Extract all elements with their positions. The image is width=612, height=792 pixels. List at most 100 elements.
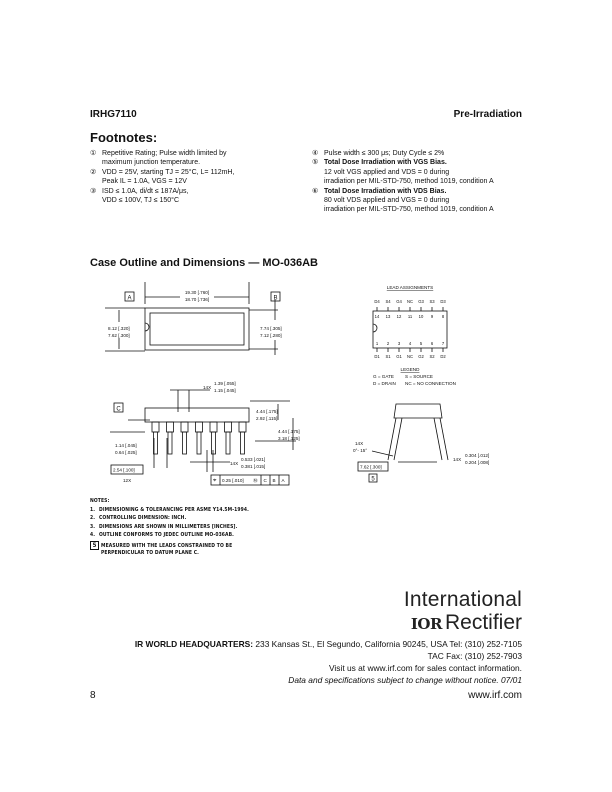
pin-bottom-label: D1 (374, 354, 380, 359)
tolerance-frame (210, 474, 290, 486)
disclaimer: Data and specifications subject to chang… (288, 675, 522, 685)
side-lead (196, 431, 202, 455)
dim-angle: 0°- 15° (353, 448, 367, 453)
dim-lead-l-min: 3.18 [.125] (278, 436, 300, 441)
datum-b: B (273, 296, 277, 302)
ior-logo-mark: IOR (410, 615, 443, 633)
drawing-notes: NOTES: 1.DIMENSIONING & TOLERANCING PER … (90, 497, 249, 556)
side-lead (225, 431, 231, 455)
pin-bottom-number: 4 (409, 341, 412, 346)
footnotes-title: Footnotes: (90, 130, 158, 145)
frame-datum-c: C (264, 478, 268, 483)
end-view-body (393, 403, 443, 419)
pin-bottom-label: S2 (429, 354, 435, 359)
footnote-3-line2: VDD ≤ 100V, TJ ≤ 150°C (102, 197, 180, 205)
pin-bottom-label: G2 (418, 354, 424, 359)
dim-width-left-min: 7.62 [.300] (108, 333, 130, 338)
side-lead-shoulder (151, 421, 160, 433)
pin-top-number: 13 (386, 314, 391, 319)
pin-top-label: NC (407, 299, 413, 304)
visit-line: Visit us at www.irf.com for sales contac… (328, 663, 522, 673)
pin-top-label: D4 (374, 299, 380, 304)
footnote-2-line2: Peak IL = 1.0A, VGS = 12V (102, 178, 187, 186)
dim-width-left-max: 8.12 [.320] (108, 326, 130, 331)
dim-width-right-max: 7.74 [.305] (260, 326, 282, 331)
case-outline-title: Case Outline and Dimensions — MO-036AB (90, 257, 318, 269)
dim-lead-w-min: 1.15 [.045] (214, 388, 236, 393)
footnote-6-line2: irradiation per MIL-STD-750, method 1019… (324, 206, 494, 214)
side-lead (240, 431, 245, 455)
dim-standoff-max: 1.14 [.045] (115, 443, 137, 448)
pin-bottom-number: 3 (398, 341, 401, 346)
side-lead-shoulder (238, 421, 247, 433)
dim-length-max: 19.30 [.760] (185, 290, 209, 295)
note-5-line2: PERPENDICULAR TO DATUM PLANE C. (101, 549, 199, 556)
legend-source: S = SOURCE (405, 374, 433, 379)
pin-top-number: 10 (419, 314, 424, 319)
dim-thick-max: 0.304 [.012] (465, 453, 489, 458)
page-number: 8 (90, 690, 96, 701)
side-lead (182, 431, 187, 455)
dim-lead-l-max: 4.44 [.175] (278, 429, 300, 434)
side-lead-shoulder (209, 421, 218, 433)
dim-standoff-min: 0.64 [.025] (115, 450, 137, 455)
pin-bottom-label: G1 (396, 354, 402, 359)
lead-assignments-title: LEAD ASSIGNMENTS (387, 285, 433, 290)
hq-line: IR WORLD HEADQUARTERS: 233 Kansas St., E… (134, 639, 522, 649)
pin-bottom-number: 5 (420, 341, 423, 346)
pin-bottom-number: 7 (442, 341, 445, 346)
footnote-5-line1: 12 volt VGS applied and VDS = 0 during (324, 168, 450, 176)
part-number: IRHG7110 (90, 109, 137, 120)
pin-top-label: G3 (418, 299, 424, 304)
pin-top-label: D3 (440, 299, 446, 304)
pin-top-label: S3 (429, 299, 435, 304)
website: www.irf.com (468, 690, 522, 701)
note-1: 1.DIMENSIONING & TOLERANCING PER ASME Y1… (90, 506, 249, 513)
side-lead (211, 431, 216, 455)
pin-bottom-number: 1 (376, 341, 379, 346)
dim-thick-count: 14X (453, 457, 461, 462)
note-2: 2.CONTROLLING DIMENSION: INCH. (90, 515, 187, 522)
legend-title: LEGEND (401, 367, 421, 372)
dim-lead-d-min: 0.381 [.015] (241, 464, 265, 469)
side-lead-shoulder (180, 421, 189, 433)
dim-pitch: 2.54 [.100] (113, 468, 135, 473)
pin-bottom-number: 2 (387, 341, 390, 346)
datum-c: C (116, 407, 121, 413)
note-4: 4.OUTLINE CONFORMS TO JEDEC OUTLINE MO-0… (90, 532, 234, 539)
dim-lead-w-max: 1.39 [.055] (214, 381, 236, 386)
pin-top-number: 12 (397, 314, 402, 319)
pin-top-number: 14 (375, 314, 380, 319)
footnote-6-line1: 80 volt VDS applied and VGS = 0 during (324, 197, 450, 205)
dim-pitch-count: 12X (123, 478, 131, 483)
side-lead (153, 431, 158, 455)
mechanical-drawing: A B C 19.30 [.760] 18.70 [.736] 8.12 [.3… (105, 282, 489, 486)
dim-lead-d-count: 14X (230, 461, 238, 466)
dim-length-min: 18.70 [.736] (185, 297, 209, 302)
pin-top-label: S4 (385, 299, 391, 304)
note-5-flag: 5 (371, 477, 375, 483)
frame-datum-b: B (273, 478, 276, 483)
datum-a: A (127, 296, 131, 302)
dim-body-h-min: 2.92 [.115] (256, 416, 277, 421)
legend-gate: G = GATE (373, 374, 394, 379)
pin-top-number: 11 (408, 314, 413, 319)
dim-thick-min: 0.204 [.008] (465, 460, 489, 465)
top-view-body (144, 307, 250, 351)
pin-bottom-label: D2 (440, 354, 446, 359)
logo-rectifier: Rectifier (444, 611, 522, 634)
notes-title: NOTES: (90, 498, 110, 504)
side-view-body (144, 407, 250, 423)
dim-lead-d-max: 0.533 [.021] (241, 457, 265, 462)
legend-drain: D = DRAIN (373, 381, 396, 386)
pin-bottom-label: S1 (385, 354, 391, 359)
tolerance-value: 0.25 [.010] (222, 478, 244, 483)
